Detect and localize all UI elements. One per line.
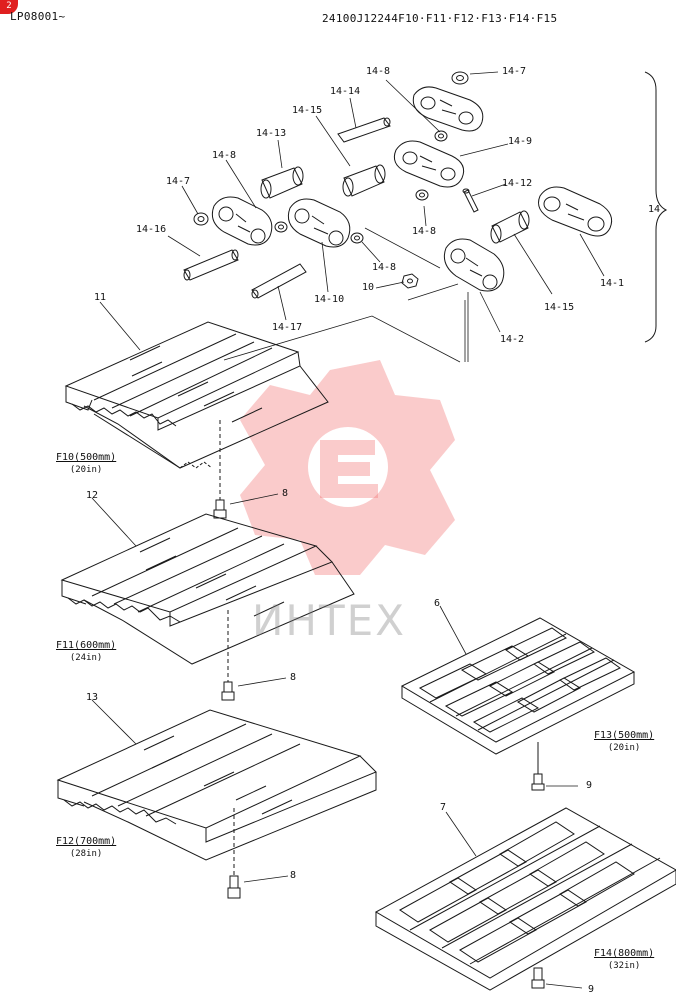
bushing-14-15-upper: [342, 164, 386, 197]
caption-f14-sub: (32in): [607, 961, 641, 971]
caption-f12-main: F12(700mm): [56, 836, 117, 847]
track-link-14-1: [538, 186, 613, 237]
caption-f10-sub: (20in): [69, 465, 103, 475]
pin-14-17: [251, 263, 307, 299]
caption-f11-main: F11(600mm): [56, 640, 117, 651]
caption-f13-main: F13(500mm): [594, 730, 655, 741]
label-7: 7: [440, 802, 447, 813]
caption-f10: F10(500mm) (20in): [56, 452, 116, 476]
washer-14-8-top: [434, 130, 448, 142]
track-shoe-13: [56, 709, 377, 861]
caption-f12: F12(700mm) (28in): [56, 836, 116, 860]
label-leaders: [91, 71, 605, 989]
washer-14-8-mid: [415, 189, 429, 201]
bolt-9-upper: [531, 742, 545, 791]
label-14-9: 14-9: [508, 136, 533, 147]
track-shoe-6: [400, 617, 636, 755]
track-link-14-9: [393, 140, 465, 188]
track-link-top: [412, 86, 484, 132]
label-6: 6: [434, 598, 441, 609]
label-14-1: 14-1: [600, 278, 625, 289]
caption-f13-sub: (20in): [607, 743, 641, 753]
washer-14-8-left: [274, 221, 288, 233]
label-14-17: 14-17: [272, 322, 303, 333]
label-14-15-lower: 14-15: [544, 302, 575, 313]
bolt-8-middle: [221, 610, 235, 701]
label-14-group: 14: [648, 204, 661, 215]
label-14-8-top: 14-8: [366, 66, 391, 77]
washer-14-7-left: [193, 212, 209, 226]
label-12: 12: [86, 490, 99, 501]
caption-f10-main: F10(500mm): [56, 452, 117, 463]
bolt-8-upper: [213, 420, 227, 519]
caption-f13: F13(500mm) (20in): [594, 730, 654, 754]
page-badge: 2: [0, 0, 18, 14]
bushing-14-15-lower: [490, 210, 530, 244]
part-number-header: 24100J12244F10·F11·F12·F13·F14·F15: [322, 12, 558, 25]
label-11: 11: [94, 292, 107, 303]
caption-f14-main: F14(800mm): [594, 948, 655, 959]
label-14-14: 14-14: [330, 86, 361, 97]
label-9-lower: 9: [588, 984, 595, 995]
label-14-8-mid: 14-8: [412, 226, 437, 237]
caption-f11: F11(600mm) (24in): [56, 640, 116, 664]
label-14-8-left-top: 14-8: [212, 150, 237, 161]
track-link-left: [211, 196, 273, 246]
label-14-10: 14-10: [314, 294, 345, 305]
pin-14-14: [337, 117, 391, 143]
label-8-middle: 8: [290, 672, 297, 683]
bolt-8-lower: [227, 808, 241, 899]
bolt-9-lower: [531, 967, 545, 989]
track-shoe-12: [60, 513, 355, 665]
assembly-lines: [223, 227, 469, 363]
model-code: LP08001~: [10, 10, 66, 23]
watermark-text: ИНТЕХ: [252, 596, 406, 645]
watermark-gear-icon: [240, 360, 455, 575]
label-14-8-lower: 14-8: [372, 262, 397, 273]
bushing-14-13: [260, 166, 304, 199]
label-13: 13: [86, 692, 99, 703]
track-link-14-10: [287, 198, 351, 248]
label-9-upper: 9: [586, 780, 593, 791]
washer-14-8-lower: [350, 232, 364, 244]
label-8-upper: 8: [282, 488, 289, 499]
caption-f11-sub: (24in): [69, 653, 103, 663]
caption-f12-sub: (28in): [69, 849, 103, 859]
label-8-lower: 8: [290, 870, 297, 881]
label-14-13: 14-13: [256, 128, 287, 139]
washer-14-7-top: [451, 71, 469, 85]
label-10: 10: [362, 282, 375, 293]
track-link-14-2: [443, 238, 505, 292]
nut-10: [401, 273, 419, 289]
group-14-bracket: [644, 71, 668, 343]
label-14-7-top: 14-7: [502, 66, 527, 77]
label-14-7-left: 14-7: [166, 176, 191, 187]
label-14-2: 14-2: [500, 334, 525, 345]
label-14-15-upper: 14-15: [292, 105, 323, 116]
label-14-16: 14-16: [136, 224, 167, 235]
caption-f14: F14(800mm) (32in): [594, 948, 654, 972]
track-shoe-11: [64, 321, 329, 469]
pin-14-16: [183, 249, 239, 281]
cotter-pin-14-12: [462, 188, 479, 213]
track-shoe-7: [374, 807, 676, 991]
label-14-12: 14-12: [502, 178, 533, 189]
